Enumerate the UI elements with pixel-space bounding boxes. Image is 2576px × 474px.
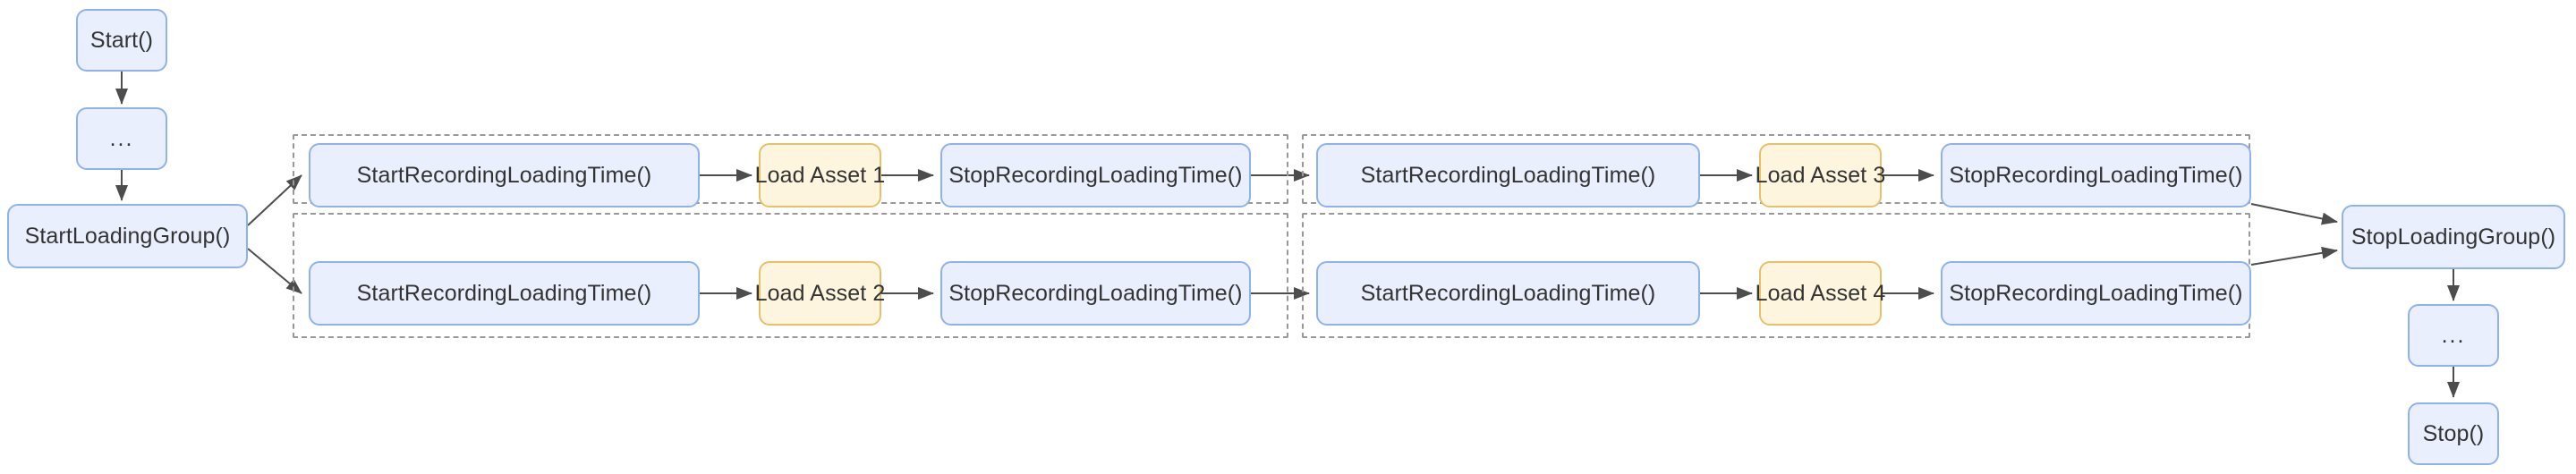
node-stop-loading-group[interactable]: StopLoadingGroup() bbox=[2342, 205, 2565, 269]
node-start[interactable]: Start() bbox=[76, 9, 167, 72]
node-g2r2-load-asset[interactable]: Load Asset 4 bbox=[1756, 261, 1885, 326]
node-g1r1-stop-recording[interactable]: StopRecordingLoadingTime() bbox=[940, 143, 1251, 207]
node-g1r1-start-recording[interactable]: StartRecordingLoadingTime() bbox=[309, 143, 700, 207]
subgraph-group-1-row-2 bbox=[293, 213, 1288, 338]
node-start-loading-group[interactable]: StartLoadingGroup() bbox=[7, 204, 248, 268]
node-g2r2-start-recording[interactable]: StartRecordingLoadingTime() bbox=[1316, 261, 1700, 326]
node-g2r1-stop-recording[interactable]: StopRecordingLoadingTime() bbox=[1941, 143, 2251, 207]
node-g2r2-stop-recording[interactable]: StopRecordingLoadingTime() bbox=[1941, 261, 2251, 326]
node-g1r1-load-asset[interactable]: Load Asset 1 bbox=[755, 143, 885, 207]
node-ellipsis-before[interactable]: ... bbox=[76, 107, 167, 170]
edge-g2r1-to-stoploadinggroup bbox=[2250, 203, 2338, 225]
node-ellipsis-after[interactable]: ... bbox=[2408, 304, 2499, 367]
node-stop[interactable]: Stop() bbox=[2408, 402, 2499, 465]
node-g1r2-start-recording[interactable]: StartRecordingLoadingTime() bbox=[309, 261, 700, 326]
node-g2r1-start-recording[interactable]: StartRecordingLoadingTime() bbox=[1316, 143, 1700, 207]
node-g1r2-load-asset[interactable]: Load Asset 2 bbox=[755, 261, 885, 326]
node-g2r1-load-asset[interactable]: Load Asset 3 bbox=[1756, 143, 1885, 207]
node-g1r2-stop-recording[interactable]: StopRecordingLoadingTime() bbox=[940, 261, 1251, 326]
edge-g2r2-to-stoploadinggroup bbox=[2250, 246, 2338, 266]
